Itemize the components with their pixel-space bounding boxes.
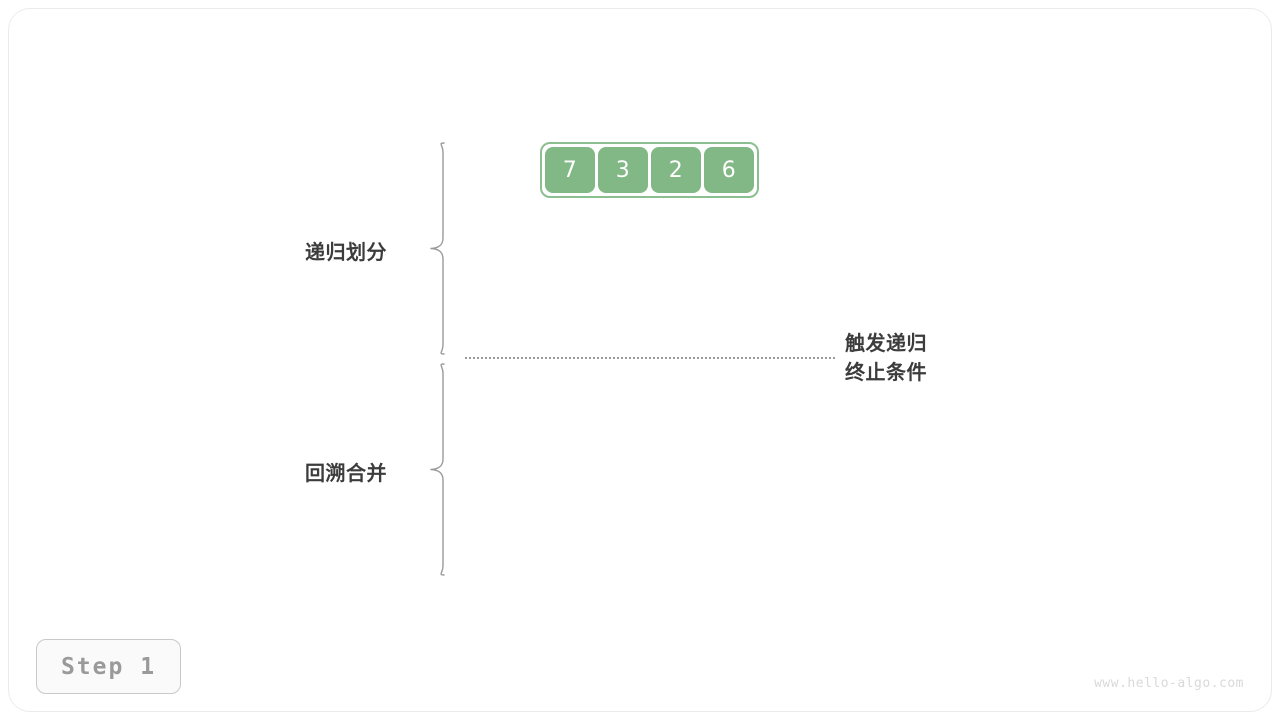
step-badge-label: Step 1	[60, 653, 157, 680]
section-label-divide: 递归划分	[305, 242, 387, 264]
array-cell: 2	[651, 147, 701, 193]
annotation-line-2: 终止条件	[845, 362, 927, 384]
section-label-merge: 回溯合并	[305, 463, 387, 485]
array-cell: 6	[704, 147, 754, 193]
recursion-boundary-divider	[465, 357, 835, 359]
watermark: www.hello-algo.com	[1094, 676, 1244, 691]
array-cell: 7	[545, 147, 595, 193]
array-cell: 3	[598, 147, 648, 193]
divide-brace-icon	[428, 140, 448, 362]
annotation-line-1: 触发递归	[845, 333, 927, 355]
step-badge: Step 1	[36, 639, 181, 694]
merge-brace-icon	[428, 361, 448, 583]
figure-frame	[8, 8, 1272, 712]
array-container: 7 3 2 6	[540, 142, 759, 198]
recursion-terminate-annotation: 触发递归 终止条件	[845, 330, 927, 388]
